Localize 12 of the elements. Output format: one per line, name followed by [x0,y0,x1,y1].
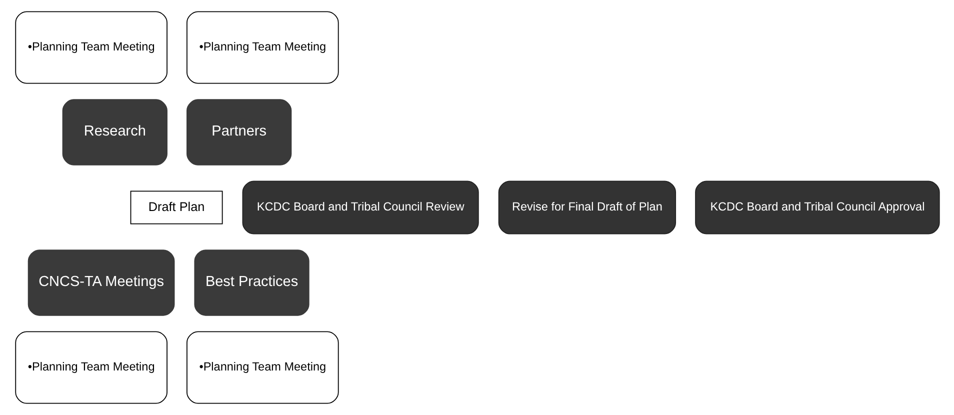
node-box: Best Practices [194,250,309,316]
node-box: CNCS-TA Meetings [27,250,174,316]
node-box: Partners [186,99,292,166]
node-box: •Planning Team Meeting [14,331,167,404]
node-box: Revise for Final Draft of Plan [498,180,676,234]
node-box: •Planning Team Meeting [186,11,338,84]
node-box: •Planning Team Meeting [186,331,338,404]
node-box: KCDC Board and Tribal Council Approval [694,180,940,234]
node-box: •Planning Team Meeting [14,11,167,84]
node-box: Draft Plan [130,190,222,224]
node-box: KCDC Board and Tribal Council Review [242,180,478,234]
node-box: Research [62,99,167,166]
